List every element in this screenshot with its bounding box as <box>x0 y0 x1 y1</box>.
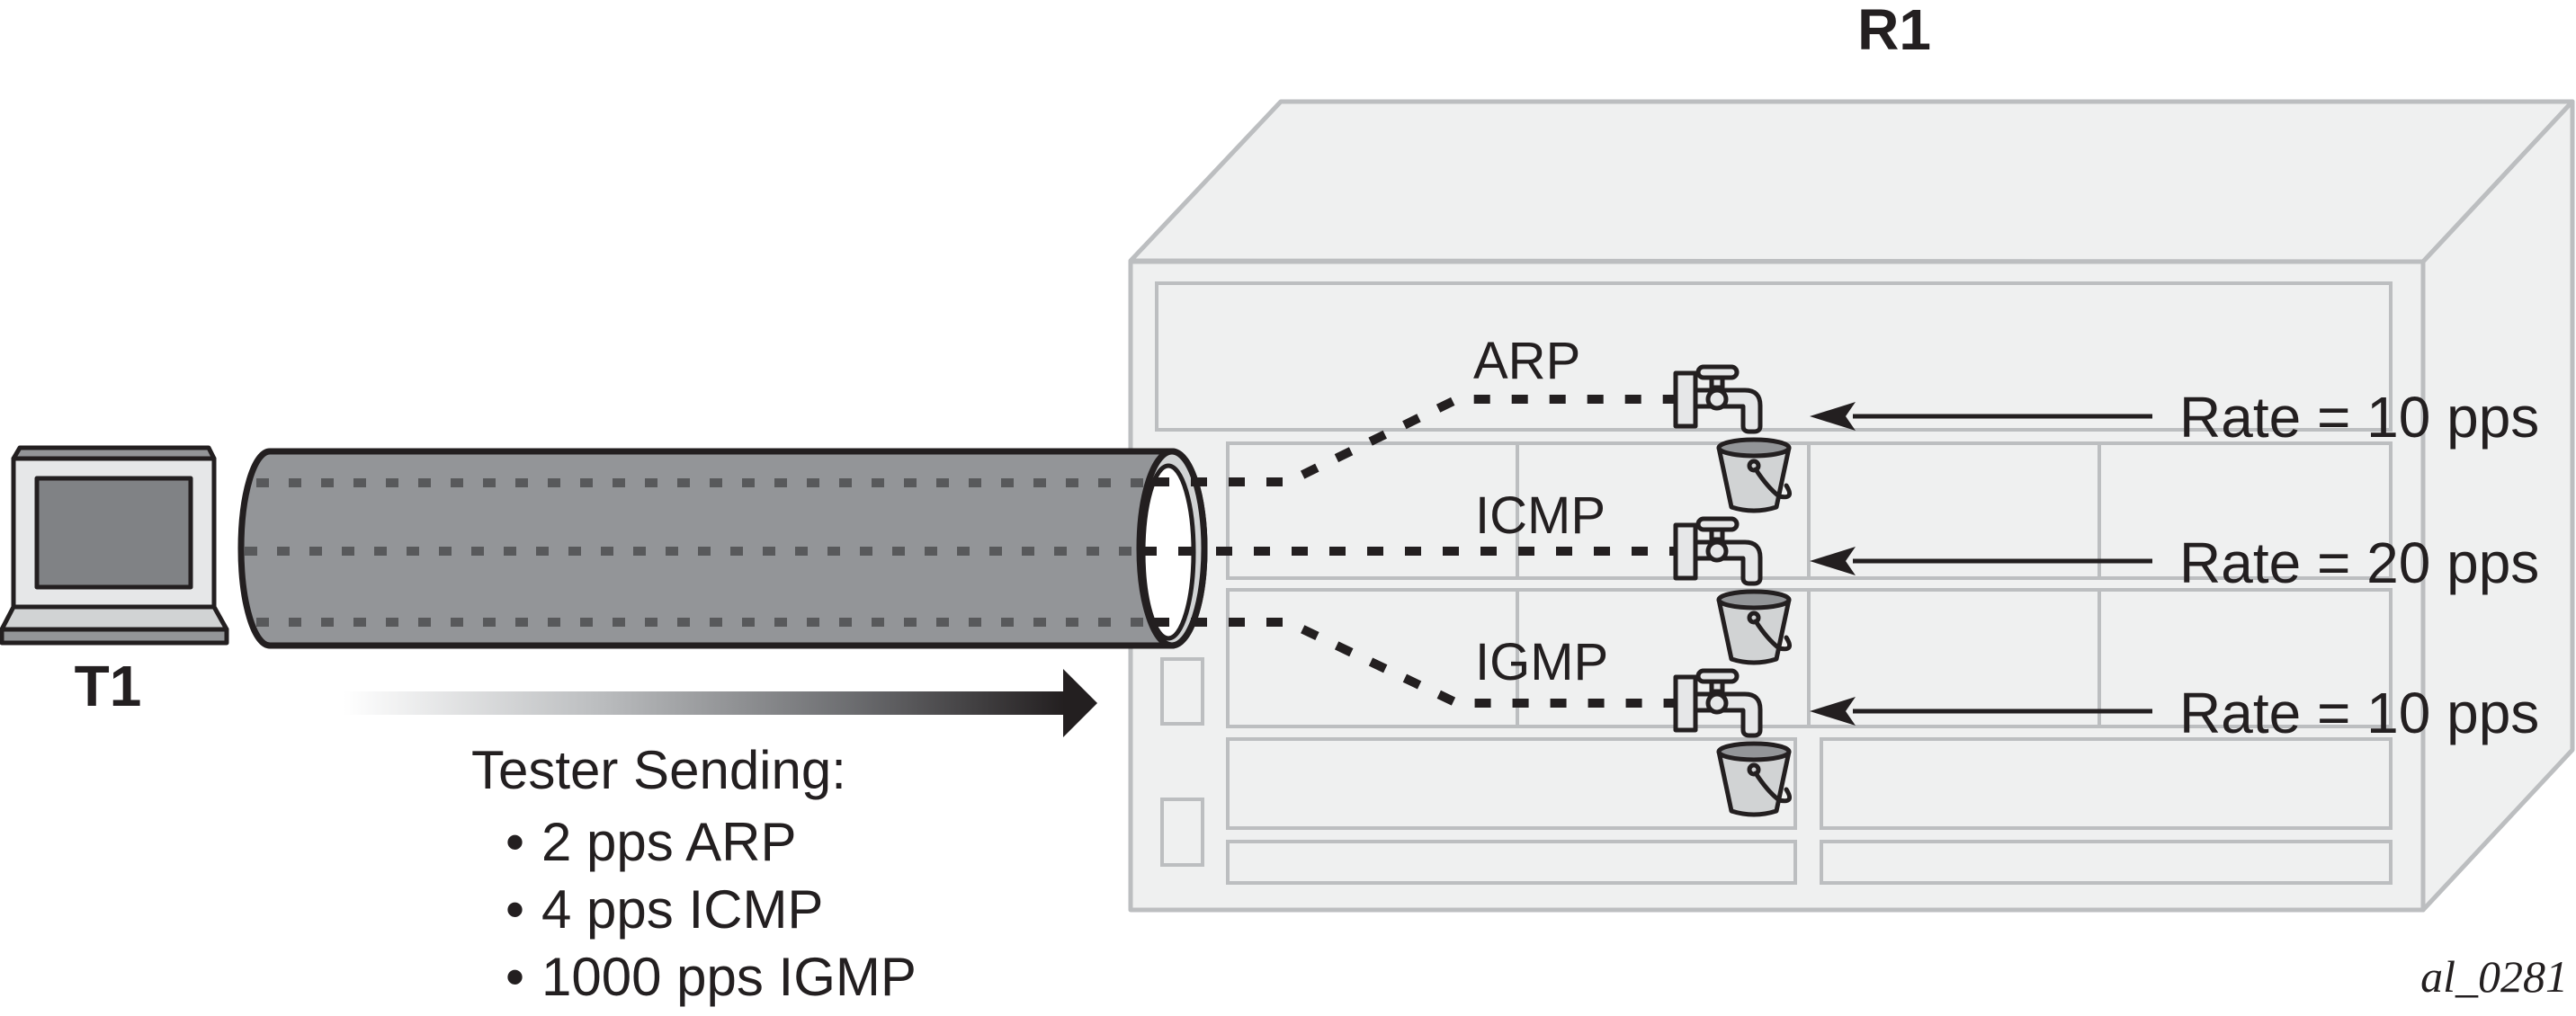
tap-icon <box>1673 668 1763 738</box>
rate-label-icmp: Rate = 20 pps <box>2179 530 2539 595</box>
rate-arrow-igmp <box>1810 697 2152 726</box>
flow-path-arp <box>1153 395 1678 486</box>
flow-label-arp: ARP <box>1473 332 1580 390</box>
bucket-icon <box>1716 437 1793 513</box>
chassis-indicator-1 <box>1160 657 1204 726</box>
router-label: R1 <box>1857 0 1931 62</box>
flow-path-igmp <box>1153 618 1678 708</box>
sending-item-arp: 2 pps ARP <box>541 812 797 872</box>
sending-bullet: • <box>505 879 524 940</box>
tester-t1: T1 <box>0 445 229 718</box>
flow-label-icmp: ICMP <box>1475 486 1606 545</box>
sending-item-igmp: 1000 pps IGMP <box>541 947 917 1007</box>
chassis-indicator-2 <box>1160 798 1204 867</box>
sending-bullet: • <box>505 812 524 872</box>
chassis-panel-bottom-right <box>1820 840 2393 885</box>
policers <box>1673 364 1793 817</box>
router-r1: R1 <box>1128 0 2575 913</box>
flow-paths <box>1140 395 1678 708</box>
chassis-panel-top <box>1155 281 2393 432</box>
tester-label: T1 <box>75 654 142 718</box>
sending-bullet: • <box>505 947 524 1007</box>
chassis-top-face <box>1128 99 2575 264</box>
link-tube <box>237 448 1208 649</box>
tester-sending-title: Tester Sending: <box>471 740 846 800</box>
rate-arrow-arp <box>1810 402 2152 431</box>
bucket-icon <box>1716 741 1793 817</box>
traffic-direction-arrow <box>344 669 1097 737</box>
tester-sending-block: Tester Sending: • 2 pps ARP • 4 pps ICMP… <box>471 740 917 1007</box>
tap-icon <box>1673 516 1763 586</box>
tap-icon <box>1673 364 1763 434</box>
rate-arrow-icmp <box>1810 547 2152 575</box>
figure-id: al_0281 <box>2420 951 2568 1002</box>
chassis-panel-lower-right <box>1820 737 2393 830</box>
bucket-icon <box>1716 589 1793 665</box>
rate-label-igmp: Rate = 10 pps <box>2179 681 2539 745</box>
chassis-panel-bottom-left <box>1226 840 1797 885</box>
flow-label-igmp: IGMP <box>1475 633 1608 691</box>
chassis-panel-lower-left <box>1226 737 1797 830</box>
laptop-icon <box>0 445 229 646</box>
sending-item-icmp: 4 pps ICMP <box>541 879 823 940</box>
rate-label-arp: Rate = 10 pps <box>2179 385 2539 450</box>
